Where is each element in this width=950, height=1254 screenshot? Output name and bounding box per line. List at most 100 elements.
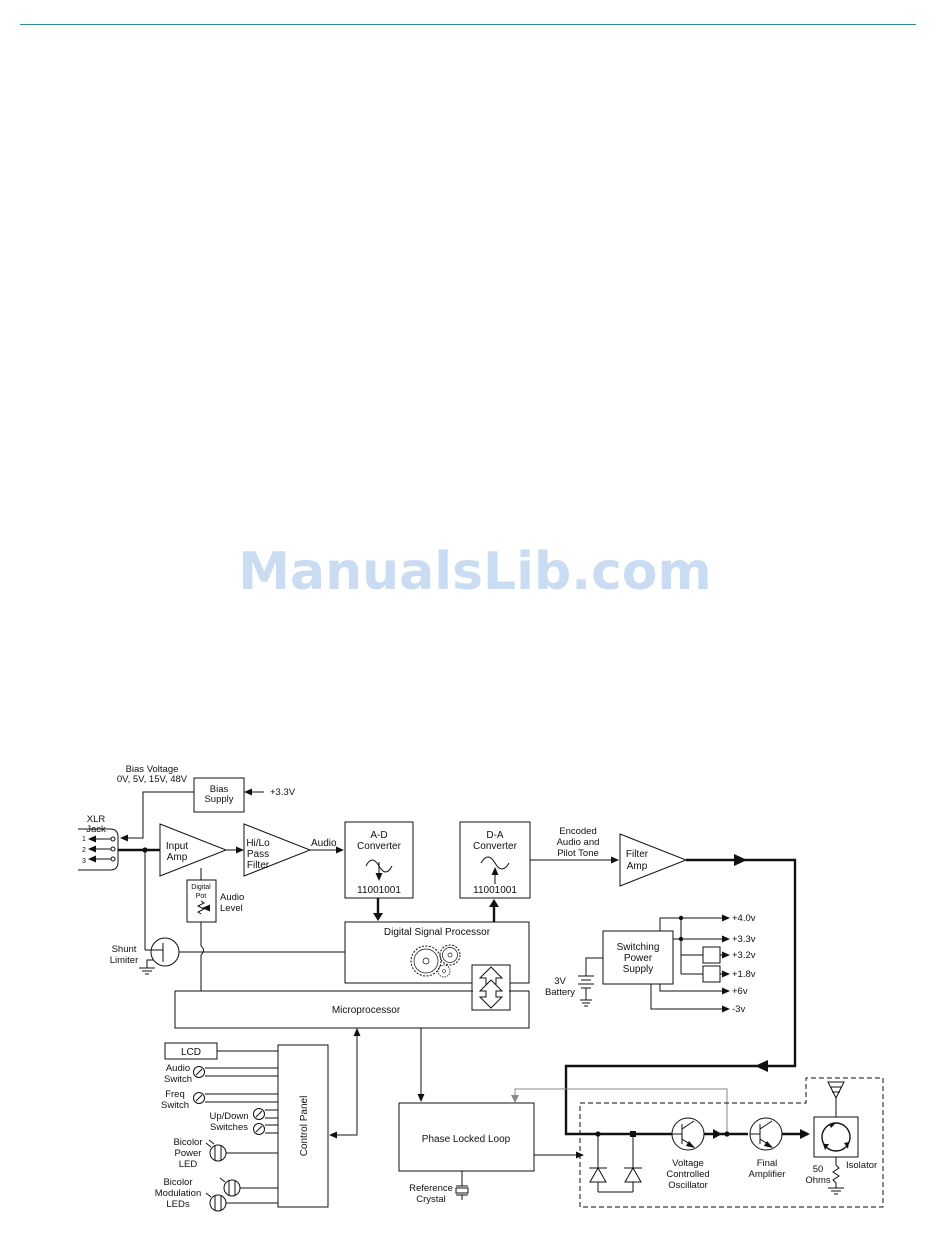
- control-panel-label: Control Panel: [299, 1096, 310, 1157]
- bias-supply-label-2: Supply: [204, 794, 233, 805]
- rail-4v0-label: +4.0v: [732, 913, 756, 924]
- hilo-label-3: Filter: [247, 860, 270, 871]
- antenna-icon: [827, 1081, 845, 1102]
- vco-transistor-icon: [671, 1117, 705, 1151]
- final-out-arrowhead: [800, 1129, 810, 1139]
- hilo-filter-triangle: [243, 823, 312, 877]
- updown-label-2: Switches: [210, 1122, 248, 1133]
- freq-switch-label-2: Switch: [161, 1100, 189, 1111]
- bicolor-power-label-2: Power: [175, 1148, 202, 1159]
- ad-label-1: A-D: [370, 830, 387, 841]
- dsp-to-da-arrowhead: [489, 899, 499, 907]
- final-amp-transistor-icon: [749, 1117, 783, 1151]
- input-amp-label-2: Amp: [167, 852, 188, 863]
- ad-to-dsp-arrowhead: [373, 913, 383, 921]
- vco-output-junction: [724, 1131, 730, 1137]
- gears-icon: [410, 944, 461, 978]
- rail-neg3v-wire: [650, 984, 730, 1013]
- ad-code: 11001001: [357, 885, 401, 896]
- hilo-label-1: Hi/Lo: [246, 838, 270, 849]
- rail-3v3-label: +3.3v: [732, 934, 756, 945]
- vco-label-3: Oscillator: [668, 1180, 708, 1191]
- input-amp-label-1: Input: [166, 841, 188, 852]
- varactor-diode-2-icon: [624, 1166, 642, 1192]
- pll-label: Phase Locked Loop: [422, 1134, 511, 1145]
- varactor-diode-1-icon: [589, 1166, 607, 1192]
- dsp-label: Digital Signal Processor: [384, 927, 491, 938]
- audio-level-label-1: Audio: [220, 892, 244, 903]
- da-code: 11001001: [473, 885, 517, 896]
- xlr-pin-3: 3: [82, 858, 86, 865]
- pot-to-micro-wire: [200, 922, 204, 991]
- rf-feed-arrow-2: [755, 1060, 768, 1072]
- bias-voltage-label: Bias Voltage: [126, 764, 179, 775]
- bicolor-mod-led-2-icon: [205, 1192, 227, 1212]
- digital-pot-label-2: Pot: [196, 893, 207, 900]
- encoded-label-2: Audio and: [557, 837, 600, 848]
- rail-1v8-label: +1.8v: [732, 969, 756, 980]
- bias-voltage-values: 0V, 5V, 15V, 48V: [117, 774, 188, 785]
- ref-crystal-label-1: Reference: [409, 1183, 453, 1194]
- shunt-label-2: Limiter: [110, 955, 139, 966]
- rail-junction-2: [678, 936, 684, 942]
- rail-6v-wire: [659, 984, 730, 995]
- da-label-1: D-A: [486, 830, 504, 841]
- da-label-2: Converter: [473, 841, 518, 852]
- bicolor-mod-label-3: LEDs: [166, 1199, 189, 1210]
- final-amp-label-1: Final: [757, 1158, 778, 1169]
- down-switch-lever: [255, 1125, 263, 1133]
- rf-feed-wire: [564, 858, 797, 1136]
- bus-lower-outline: [471, 991, 511, 1011]
- sps-box: [602, 930, 674, 985]
- xlr-pin-2: 2: [82, 847, 86, 854]
- audio-switch-lever: [195, 1068, 203, 1076]
- audio-switch-label-1: Audio: [166, 1063, 190, 1074]
- shunt-label-1: Shunt: [112, 944, 137, 955]
- battery-icon: [578, 975, 594, 1007]
- watermark: ManualsLib.com: [238, 542, 712, 602]
- reference-crystal-icon: [455, 1185, 469, 1200]
- rail-6v-label: +6v: [732, 986, 748, 997]
- micro-to-panel-wire: [329, 1030, 358, 1139]
- shunt-transistor-icon: [150, 937, 180, 967]
- sps-label-2: Power: [624, 953, 653, 964]
- ohms-label-2: Ohms: [805, 1175, 831, 1186]
- digital-pot-label-1: Digital: [191, 884, 211, 891]
- feedback-arrowhead: [511, 1095, 519, 1103]
- filter-amp-triangle: [619, 833, 688, 887]
- ad-label-2: Converter: [357, 841, 402, 852]
- rail-neg3v-label: -3v: [732, 1004, 745, 1015]
- isolator-circulator-icon: [821, 1122, 851, 1152]
- freq-switch-lever: [195, 1094, 203, 1102]
- pll-box: [398, 1102, 535, 1172]
- vco-out-arrowhead: [713, 1129, 722, 1139]
- battery-wire: [585, 957, 603, 976]
- rail-3v2-label: +3.2v: [732, 950, 756, 961]
- bias-supply-label-1: Bias: [210, 784, 229, 795]
- bias-supply-box: [193, 777, 245, 813]
- audio-label: Audio: [311, 838, 337, 849]
- bicolor-power-label-3: LED: [179, 1159, 198, 1170]
- pot-resistor-icon: [196, 900, 206, 915]
- microprocessor-label: Microprocessor: [332, 1005, 401, 1016]
- ad-converter-box: [344, 821, 414, 899]
- da-sine-wave: [480, 856, 510, 870]
- filter-amp-label-1: Filter: [626, 849, 649, 860]
- top-rule: [20, 24, 916, 25]
- bus-arrow-lower-icon: [478, 979, 504, 1009]
- lcd-label: LCD: [181, 1047, 201, 1058]
- audio-level-label-2: Level: [220, 903, 243, 914]
- encoded-label-3: Pilot Tone: [557, 848, 599, 859]
- load-resistor-icon: [832, 1164, 840, 1188]
- xlr-pin-1: 1: [82, 836, 86, 843]
- encoded-label-1: Encoded: [559, 826, 597, 837]
- up-switch-lever: [255, 1110, 263, 1118]
- bias-feed-wire: [120, 791, 194, 842]
- sps-label-1: Switching: [617, 942, 660, 953]
- shunt-ground-lead: [146, 959, 154, 968]
- bicolor-mod-label-1: Bicolor: [163, 1177, 192, 1188]
- sps-label-3: Supply: [623, 964, 654, 975]
- control-panel-box: [277, 1044, 329, 1208]
- vco-label-2: Controlled: [666, 1169, 709, 1180]
